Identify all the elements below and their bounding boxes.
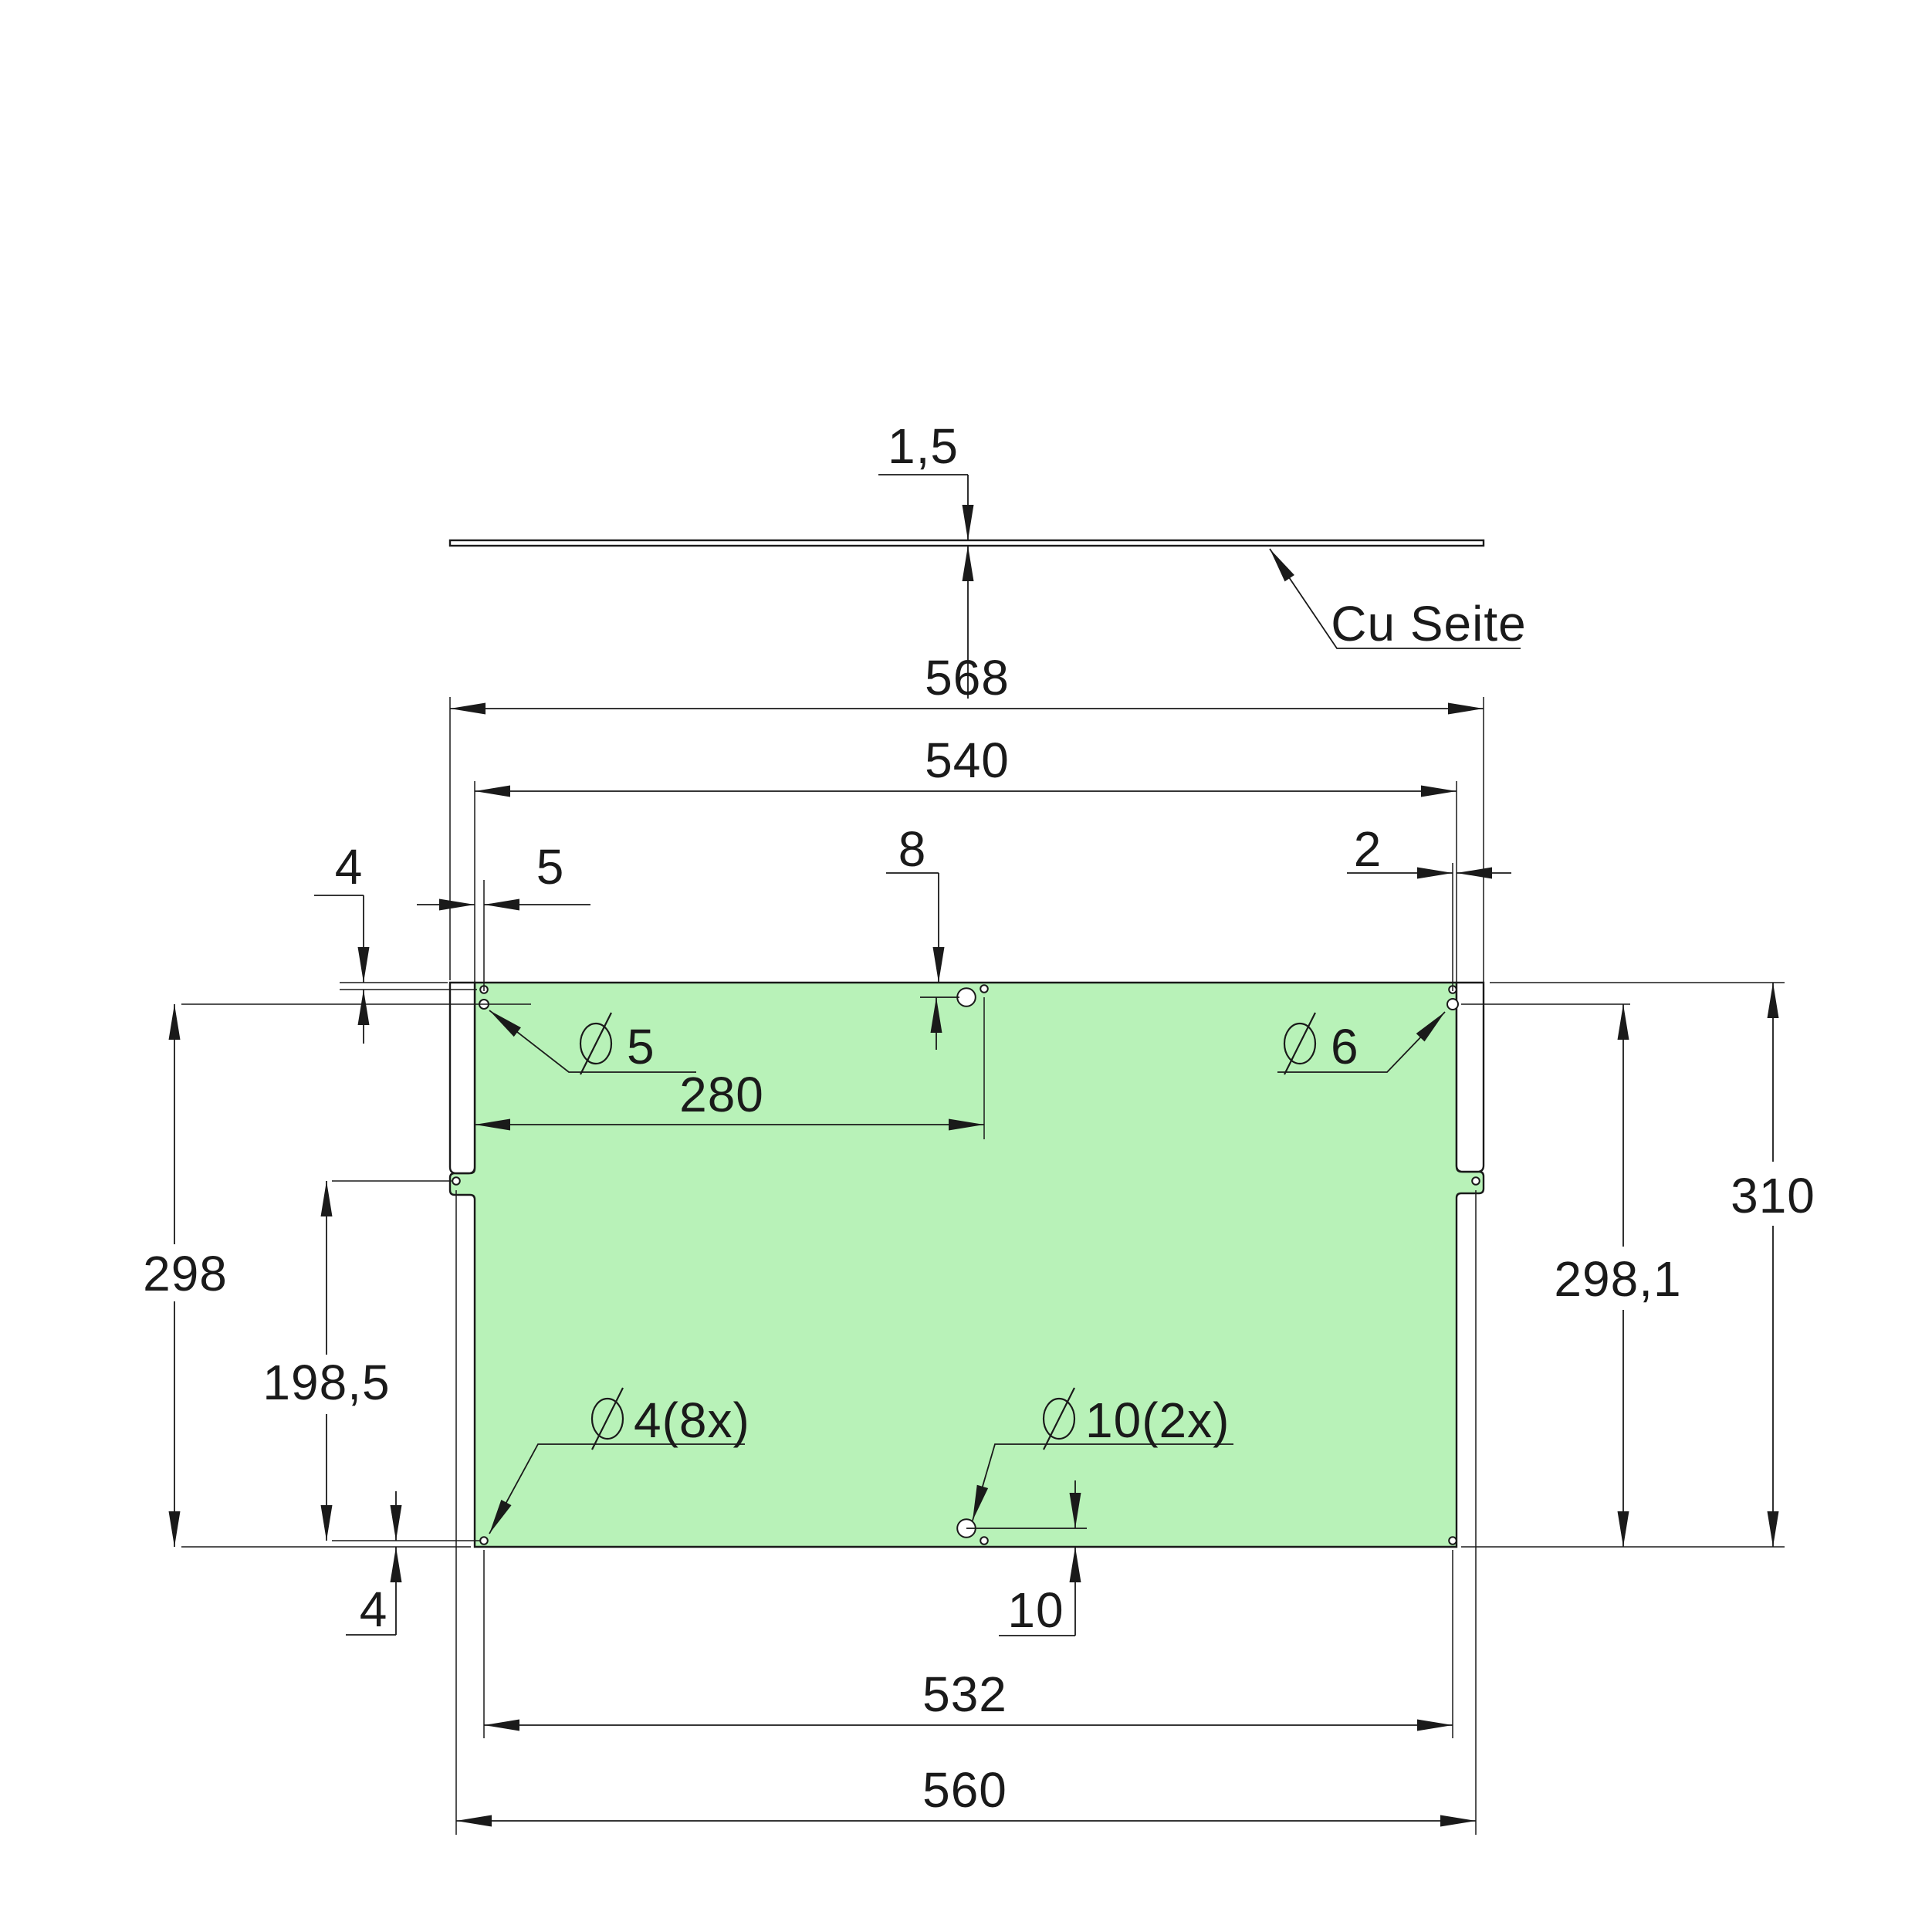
dim-label-560: 560 (922, 1762, 1007, 1818)
dim-label-8: 8 (898, 821, 927, 877)
callout-label-dia6: 6 (1331, 1019, 1359, 1074)
callout-label-dia4: 4(8x) (634, 1392, 750, 1448)
callout-label-dia5: 5 (627, 1019, 655, 1074)
dim-thickness: 1,5 (878, 418, 974, 699)
board-edge-profile (448, 539, 1485, 547)
dim-532: 532 (484, 1666, 1453, 1731)
dim-label-thickness: 1,5 (888, 418, 959, 474)
callout-label-dia10: 10(2x) (1085, 1392, 1230, 1448)
dim-label-10: 10 (1007, 1582, 1064, 1638)
diameter-symbol-icon (579, 1022, 613, 1065)
dim-label-298-1: 298,1 (1554, 1251, 1681, 1307)
extension-lines (181, 697, 1785, 1835)
diameter-symbol-slash (591, 1387, 624, 1450)
hole-d4-notch-right (1471, 1176, 1480, 1186)
dim-298-1: 298,1 (1554, 1004, 1681, 1547)
diameter-symbol-slash (580, 1012, 612, 1075)
copper-side-callout: Cu Seite (1269, 548, 1526, 651)
dim-4-bottom: 4 (346, 1491, 402, 1637)
dim-280: 280 (475, 1067, 984, 1131)
callout-dia4: 4(8x) (489, 1387, 750, 1534)
dim-label-198-5: 198,5 (262, 1355, 390, 1410)
diameter-symbol-icon (1042, 1397, 1076, 1440)
dim-298: 298 (143, 1004, 228, 1547)
rail-strip-left (448, 981, 476, 1175)
dim-label-568: 568 (925, 650, 1010, 705)
dim-4-top: 4 (314, 839, 370, 1044)
leader-line (972, 1443, 1233, 1521)
diameter-symbol-slash (1043, 1387, 1075, 1450)
hole-d10-top (956, 987, 976, 1007)
dim-198-5: 198,5 (262, 1181, 390, 1541)
leader-line (489, 1443, 745, 1534)
dim-label-310: 310 (1731, 1168, 1815, 1223)
diameter-symbol-icon (590, 1397, 624, 1440)
rail-strip-right (1455, 981, 1485, 1173)
dim-310: 310 (1731, 983, 1815, 1547)
dim-label-5: 5 (536, 839, 565, 895)
copper-side-label: Cu Seite (1331, 596, 1526, 651)
hole-d4-bottom-middle (980, 1536, 989, 1545)
dim-label-532: 532 (922, 1666, 1007, 1722)
dim-568: 568 (450, 650, 1484, 715)
callout-dia5: 5 (489, 1010, 696, 1075)
diameter-symbol-icon (1283, 1022, 1317, 1065)
hole-d6-top-right (1446, 998, 1459, 1010)
leader-line (489, 1010, 696, 1073)
dim-label-280: 280 (679, 1067, 764, 1122)
hole-d4-top-middle (980, 984, 989, 993)
dim-540: 540 (475, 733, 1457, 797)
dim-label-2: 2 (1354, 821, 1382, 877)
hole-d4-bottom-left (479, 1536, 489, 1545)
dim-label-540: 540 (925, 733, 1010, 788)
dim-5: 5 (417, 839, 590, 911)
callout-dia10: 10(2x) (972, 1387, 1233, 1521)
pcb-board (448, 981, 1485, 1548)
dim-2: 2 (1347, 821, 1511, 879)
dim-label-298: 298 (143, 1246, 228, 1301)
hole-d4-bottom-right (1448, 1536, 1457, 1545)
diameter-symbol-slash (1284, 1012, 1316, 1075)
callout-dia6: 6 (1277, 1011, 1446, 1075)
dim-560: 560 (456, 1762, 1476, 1827)
dim-10: 10 (966, 1480, 1087, 1638)
dim-label-4-bottom: 4 (360, 1582, 388, 1637)
front-view (448, 981, 1485, 1548)
leader-line (1277, 1011, 1446, 1073)
side-view: 1,5 Cu Seite (448, 418, 1526, 699)
hole-d4-notch-left (452, 1176, 461, 1186)
dim-8: 8 (886, 821, 959, 1050)
dim-label-4-top: 4 (335, 839, 364, 895)
leader-line (1269, 548, 1521, 649)
